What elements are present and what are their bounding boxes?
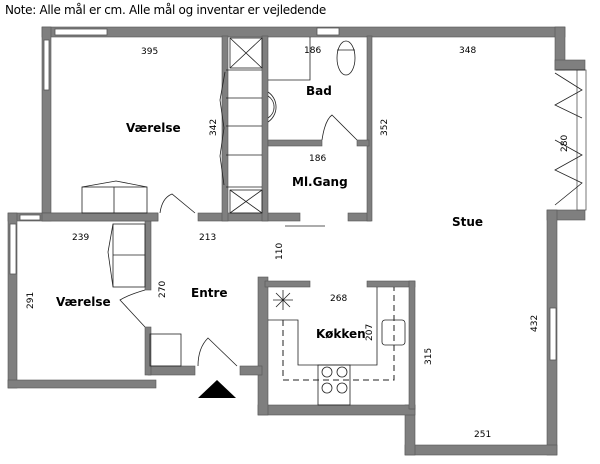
dim-label: 315 bbox=[424, 348, 434, 365]
dim-label: 348 bbox=[459, 46, 476, 56]
closet-shaft-top bbox=[229, 37, 263, 69]
room-bad: Bad bbox=[306, 84, 332, 98]
wardrobe-doors bbox=[219, 71, 226, 186]
wall-bad-bottom-right bbox=[356, 139, 370, 147]
wall-vaerelse-bottom bbox=[41, 212, 159, 222]
sink-bad-inner bbox=[267, 95, 275, 119]
wall-bad-bottom-left bbox=[267, 139, 323, 147]
window-top-left bbox=[54, 28, 108, 36]
dim-label: 270 bbox=[158, 281, 168, 298]
windows bbox=[9, 27, 587, 361]
wall-entre-lower bbox=[144, 326, 152, 376]
door-bad bbox=[321, 114, 358, 141]
door-vaerelse-lower bbox=[119, 289, 146, 328]
room-entre: Entre bbox=[191, 286, 228, 300]
plan-note: Note: Alle mål er cm. Alle mål og invent… bbox=[5, 3, 326, 17]
window-stue-bay bbox=[576, 69, 587, 211]
dim-label: 352 bbox=[380, 119, 390, 136]
wall-bottom-stue bbox=[404, 444, 558, 456]
wall-kitchen-right bbox=[408, 280, 416, 410]
wall-kitchen-left bbox=[257, 276, 269, 416]
dim-label: 280 bbox=[560, 135, 570, 152]
wardrobe-doors bbox=[107, 223, 145, 288]
dim-label: 395 bbox=[141, 47, 158, 57]
window-left-upper bbox=[43, 39, 50, 91]
room-ml-gang: Ml.Gang bbox=[292, 175, 348, 189]
dimension-labels: 395 342 186 186 348 352 280 239 291 213 … bbox=[26, 46, 570, 440]
window-bad bbox=[316, 27, 340, 36]
wardrobe-doors bbox=[81, 180, 148, 213]
wall-bottom-kitchen bbox=[257, 404, 416, 416]
kitchen-counter bbox=[268, 287, 378, 366]
wall-entry-right bbox=[239, 365, 263, 376]
wall-closet-left bbox=[221, 35, 229, 222]
door-entry bbox=[197, 337, 238, 367]
wall-entry-left bbox=[147, 365, 196, 376]
burner-icon bbox=[336, 382, 348, 394]
wall-kitchen-top-left bbox=[264, 280, 311, 288]
wardrobe bbox=[226, 69, 262, 188]
wall-closet-bottom bbox=[197, 212, 301, 222]
dim-label: 239 bbox=[72, 233, 89, 243]
dim-label: 110 bbox=[275, 243, 285, 260]
dim-label: 432 bbox=[530, 315, 540, 332]
wall-bottom-left bbox=[7, 379, 157, 389]
wall-top bbox=[41, 26, 566, 38]
wall-kitchen-top-right bbox=[366, 280, 416, 288]
toilet-icon bbox=[336, 40, 356, 76]
door-stue-bay bbox=[554, 69, 585, 206]
wall-bad-right bbox=[366, 35, 373, 222]
window-stue-right bbox=[549, 307, 557, 361]
window-left-lower-top bbox=[19, 214, 41, 221]
kitchen-sink-icon bbox=[381, 319, 406, 346]
walls bbox=[7, 26, 586, 456]
entre-cabinet bbox=[149, 333, 182, 367]
dim-label: 213 bbox=[199, 233, 216, 243]
entrance-arrow-icon bbox=[198, 380, 236, 398]
burner-icon bbox=[336, 366, 348, 378]
window-left-lower bbox=[9, 223, 17, 275]
fan-icon bbox=[273, 290, 293, 310]
wardrobe-lower bbox=[112, 223, 146, 288]
wall-bay-top bbox=[554, 59, 586, 71]
closet-shaft-bottom bbox=[229, 189, 263, 214]
burner-icon bbox=[321, 366, 333, 378]
wall-entre-upper bbox=[144, 220, 152, 291]
dim-label: 186 bbox=[304, 46, 321, 56]
sink-bad-icon bbox=[267, 91, 277, 123]
dim-label: 268 bbox=[330, 294, 347, 304]
dim-label: 342 bbox=[209, 119, 219, 136]
shower-area bbox=[268, 37, 311, 81]
shaft-cross-icon bbox=[229, 189, 263, 214]
wall-closet-right bbox=[261, 35, 269, 222]
dim-label: 207 bbox=[365, 324, 375, 341]
dim-label: 186 bbox=[309, 154, 326, 164]
dim-label: 251 bbox=[474, 430, 491, 440]
dim-label: 291 bbox=[26, 292, 36, 309]
burner-icon bbox=[321, 382, 333, 394]
room-labels: Værelse Bad Ml.Gang Stue Værelse Entre K… bbox=[56, 84, 483, 341]
kitchen-upper-cabinets bbox=[282, 287, 395, 381]
room-vaerelse-top: Værelse bbox=[126, 121, 181, 135]
fixtures bbox=[81, 37, 585, 406]
stove bbox=[317, 364, 351, 406]
room-stue: Stue bbox=[452, 215, 483, 229]
wardrobe-vaerelse bbox=[81, 186, 148, 214]
room-vaerelse-bottom: Værelse bbox=[56, 295, 111, 309]
room-koekken: Køkken bbox=[316, 327, 366, 341]
door-vaerelse bbox=[159, 193, 196, 214]
shaft-cross-icon bbox=[229, 37, 263, 69]
